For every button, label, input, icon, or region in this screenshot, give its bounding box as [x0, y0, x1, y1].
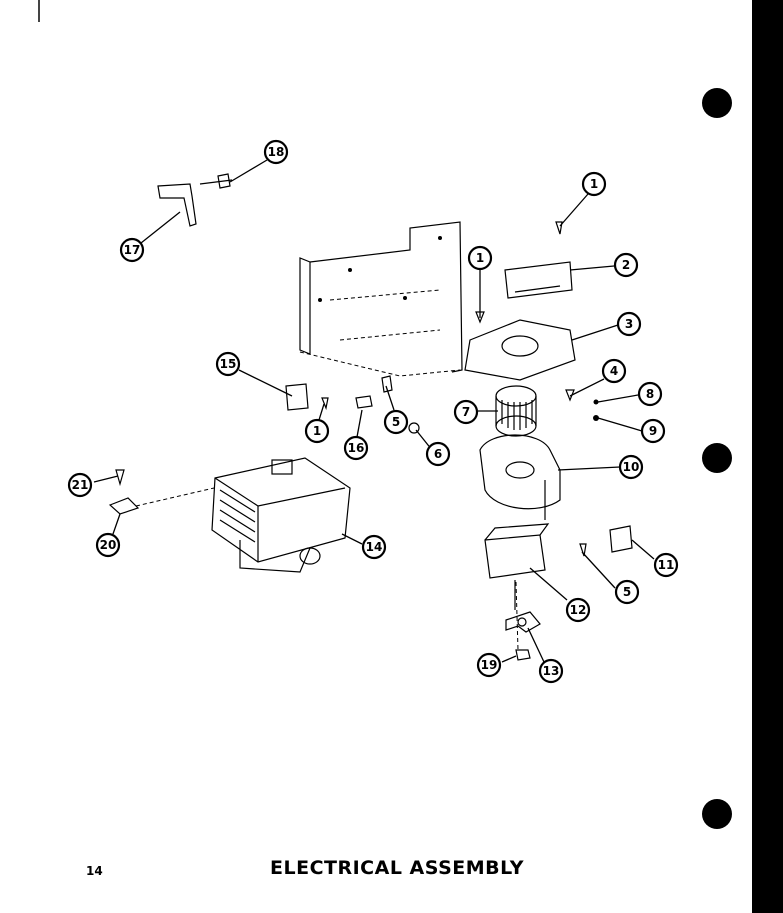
svg-text:17: 17 [124, 243, 141, 257]
magnetron [211, 457, 351, 573]
callout-1: 1 [304, 418, 330, 444]
binder-hole [702, 88, 732, 118]
callout-1: 1 [467, 245, 493, 271]
callout-19: 19 [476, 652, 502, 678]
svg-text:16: 16 [348, 441, 365, 455]
callout-11: 11 [653, 552, 679, 578]
callout-2: 2 [613, 252, 639, 278]
svg-text:4: 4 [610, 364, 618, 378]
svg-text:11: 11 [658, 558, 675, 572]
callout-6: 6 [425, 441, 451, 467]
svg-text:1: 1 [590, 177, 598, 191]
svg-text:8: 8 [646, 387, 654, 401]
svg-text:12: 12 [570, 603, 587, 617]
svg-text:5: 5 [392, 415, 400, 429]
svg-text:15: 15 [220, 357, 237, 371]
fan-blade-wheel [495, 385, 537, 437]
mounting-bracket [157, 179, 233, 227]
binder-hole [702, 443, 732, 473]
callout-20: 20 [95, 532, 121, 558]
svg-text:2: 2 [622, 258, 630, 272]
callout-8: 8 [637, 381, 663, 407]
callout-14: 14 [361, 534, 387, 560]
callout-12: 12 [565, 597, 591, 623]
fan-housing [464, 319, 576, 381]
fan-shroud [479, 434, 561, 520]
callout-15: 15 [215, 351, 241, 377]
assembly-line [515, 581, 519, 651]
callout-16: 16 [343, 435, 369, 461]
svg-text:9: 9 [649, 424, 657, 438]
svg-text:10: 10 [623, 460, 640, 474]
callout-21: 21 [67, 472, 93, 498]
nut [515, 649, 531, 661]
callout-7: 7 [453, 399, 479, 425]
leader-lines [93, 159, 655, 663]
svg-text:18: 18 [268, 145, 285, 159]
chassis-frame [299, 221, 463, 377]
callout-13: 13 [538, 658, 564, 684]
callout-10: 10 [618, 454, 644, 480]
svg-text:21: 21 [72, 478, 89, 492]
svg-text:1: 1 [476, 251, 484, 265]
callout-5: 5 [383, 409, 409, 435]
clip-part [217, 173, 231, 189]
fan-motor [484, 523, 550, 610]
page-title: ELECTRICAL ASSEMBLY [270, 857, 525, 879]
callout-5: 5 [614, 579, 640, 605]
svg-text:14: 14 [366, 540, 383, 554]
callout-18: 18 [263, 139, 289, 165]
hardware [115, 221, 599, 557]
svg-text:7: 7 [462, 405, 470, 419]
svg-text:5: 5 [623, 585, 631, 599]
callout-17: 17 [119, 237, 145, 263]
page-number: 14 [86, 864, 103, 878]
margin-mark [38, 0, 40, 22]
binder-hole [702, 799, 732, 829]
assembly-line [135, 487, 215, 507]
svg-text:13: 13 [543, 664, 560, 678]
svg-text:6: 6 [434, 447, 442, 461]
svg-text:19: 19 [481, 658, 498, 672]
waveguide-plate [504, 261, 573, 299]
bracket-clip [108, 497, 140, 515]
callout-3: 3 [616, 311, 642, 337]
small-bracket [609, 525, 633, 553]
binding-edge [752, 0, 783, 913]
callout-1: 1 [581, 171, 607, 197]
svg-text:1: 1 [313, 424, 321, 438]
fan-blade [505, 611, 541, 633]
svg-text:20: 20 [100, 538, 117, 552]
callout-9: 9 [640, 418, 666, 444]
callout-4: 4 [601, 358, 627, 384]
svg-text:3: 3 [625, 317, 633, 331]
